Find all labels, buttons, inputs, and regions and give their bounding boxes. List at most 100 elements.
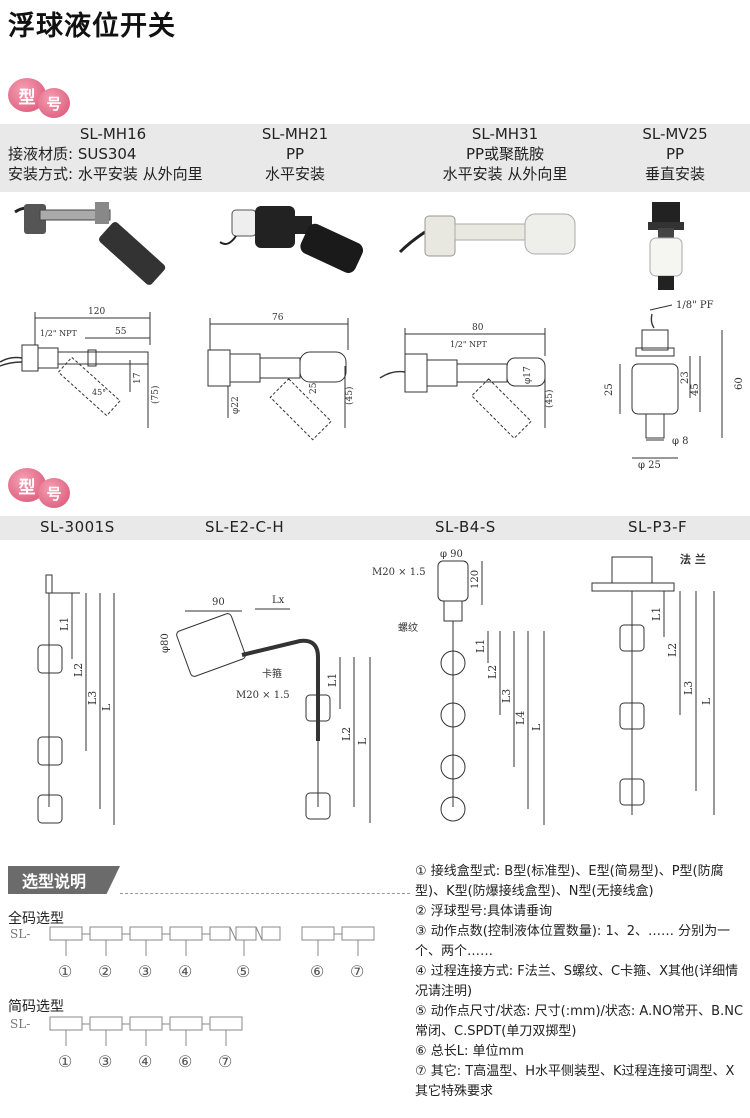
code-prefix: SL- bbox=[10, 927, 30, 941]
dim-label: L4 bbox=[514, 711, 527, 725]
dim-label: L bbox=[356, 737, 369, 745]
dim-label: 60 bbox=[734, 377, 745, 390]
dim-label: L2 bbox=[666, 643, 679, 657]
full-code-label: 全码选型 bbox=[8, 911, 64, 927]
dim-label: φ17 bbox=[523, 366, 533, 384]
code-num: ② bbox=[98, 962, 112, 981]
dim-label: L3 bbox=[86, 691, 99, 705]
model-install: 垂直安装 bbox=[644, 165, 705, 183]
code-num: ⑦ bbox=[350, 962, 364, 981]
model-badge: 型 号 bbox=[8, 78, 78, 118]
dim-label: 卡箍 bbox=[262, 667, 282, 680]
dim-label: L3 bbox=[682, 681, 695, 695]
model-sl-mh21: SL-MH21 PP 水平安装 bbox=[240, 124, 350, 184]
short-code-label: 简码选型 bbox=[8, 999, 64, 1015]
page-title: 浮球液位开关 bbox=[8, 11, 176, 42]
dim-label: M20 × 1.5 bbox=[372, 567, 426, 578]
dim-label: 25 bbox=[604, 383, 615, 396]
dim-label: 76 bbox=[272, 313, 284, 323]
note-7: ⑦ 其它: T高温型、H水平侧装型、K过程连接可调型、X其它特殊要求 bbox=[415, 1064, 735, 1099]
drawing-sl-mv25: 1/8" PF 25 23 45 60 φ 8 φ 25 bbox=[604, 300, 745, 470]
model-badge-2: 型 号 bbox=[8, 468, 78, 508]
photo-sl-mv25 bbox=[648, 202, 684, 290]
dim-label: 17 bbox=[133, 372, 143, 384]
model-sl-p3-f: SL-P3-F bbox=[628, 518, 688, 536]
model-sl-3001s: SL-3001S bbox=[40, 518, 115, 536]
dim-label: 120 bbox=[88, 307, 105, 317]
model-header-band-2 bbox=[0, 516, 750, 540]
dim-label: 螺纹 bbox=[398, 621, 418, 634]
dim-label: L1 bbox=[326, 673, 339, 687]
dim-label: L bbox=[700, 697, 713, 705]
code-num: ③ bbox=[138, 962, 152, 981]
dim-label: φ 25 bbox=[638, 460, 661, 470]
drawing-sl-mh21: 76 φ22 25 (45) bbox=[207, 313, 355, 441]
model-material: PP bbox=[665, 145, 685, 163]
dim-label: 1/2" NPT bbox=[40, 329, 77, 338]
code-prefix: SL- bbox=[10, 1017, 30, 1031]
dim-label: 25 bbox=[309, 382, 319, 394]
model-material: 接液材质: SUS304 bbox=[8, 145, 137, 163]
code-num: ⑥ bbox=[310, 962, 324, 981]
code-num: ① bbox=[58, 1052, 72, 1071]
dim-label: 90 bbox=[212, 597, 225, 608]
dim-label: φ 90 bbox=[440, 549, 463, 560]
dim-label: L1 bbox=[58, 617, 71, 631]
dim-label: 55 bbox=[115, 327, 127, 337]
selection-divider bbox=[120, 893, 410, 894]
model-install: 安装方式: 水平安装 从外向里 bbox=[8, 165, 203, 183]
model-install: 水平安装 从外向里 bbox=[442, 165, 568, 183]
note-6: ⑥ 总长L: 单位mm bbox=[415, 1044, 524, 1059]
model-sl-mv25: SL-MV25 PP 垂直安装 bbox=[625, 124, 725, 184]
dim-label: L2 bbox=[486, 665, 499, 679]
code-num: ⑥ bbox=[178, 1052, 192, 1071]
model-install: 水平安装 bbox=[264, 165, 325, 183]
dim-label: L3 bbox=[500, 689, 513, 703]
model-material: PP bbox=[285, 145, 305, 163]
badge-char-2: 号 bbox=[38, 478, 70, 508]
dim-label: 1/2" NPT bbox=[450, 340, 487, 349]
drawing-sl-b4-s: φ 90 M20 × 1.5 螺纹 120 L1 L2 L3 L4 L bbox=[372, 549, 545, 825]
drawing-sl-mh16: 120 1/2" NPT 55 17 (75) 45° bbox=[0, 307, 161, 428]
drawing-sl-3001s: L1 L2 L3 L bbox=[37, 574, 115, 825]
dim-label: 80 bbox=[472, 323, 484, 333]
model-sl-e2-c-h: SL-E2-C-H bbox=[205, 518, 285, 536]
code-num: ⑤ bbox=[236, 962, 250, 981]
code-num: ④ bbox=[178, 962, 192, 981]
dim-label: L1 bbox=[650, 607, 663, 621]
dim-label: M20 × 1.5 bbox=[236, 690, 290, 701]
note-4: ④ 过程连接方式: F法兰、S螺纹、C卡箍、X其他(详细情况请注明) bbox=[415, 964, 739, 999]
drawing-sl-e2-c-h: 90 Lx φ80 卡箍 M20 × 1.5 L1 L2 L bbox=[160, 595, 371, 823]
note-5: ⑤ 动作点尺寸/状态: 尺寸(:mm)/状态: A.NO常开、B.NC常闭、C.… bbox=[415, 1004, 744, 1039]
code-num: ① bbox=[58, 962, 72, 981]
dim-label: (75) bbox=[150, 386, 161, 404]
model-sl-mh31: SL-MH31 PP或聚酰胺 水平安装 从外向里 bbox=[420, 124, 590, 184]
dim-label: 23 bbox=[680, 371, 691, 384]
dim-label: φ80 bbox=[160, 633, 171, 653]
code-num: ④ bbox=[138, 1052, 152, 1071]
drawing-sl-p3-f: 法 兰 L1 L2 L3 L bbox=[591, 552, 715, 815]
model-name: SL-MV25 bbox=[642, 125, 708, 143]
note-2: ② 浮球型号:具体请垂询 bbox=[415, 904, 553, 919]
top-dimension-drawings: 120 1/2" NPT 55 17 (75) 45° 76 φ22 25 (4… bbox=[0, 300, 745, 470]
dim-label: 120 bbox=[470, 570, 481, 589]
model-sl-b4-s: SL-B4-S bbox=[435, 518, 496, 536]
dim-label: L2 bbox=[72, 663, 85, 677]
badge-char-2: 号 bbox=[38, 88, 70, 118]
model-sl-mh16: SL-MH16 接液材质: SUS304 安装方式: 水平安装 从外向里 bbox=[8, 124, 218, 184]
short-code-diagram: SL- ① ③ ④ ⑥ ⑦ bbox=[10, 1016, 243, 1071]
dim-label: L bbox=[100, 703, 113, 711]
dim-label: (45) bbox=[544, 390, 555, 408]
dim-label: L bbox=[530, 723, 543, 731]
code-num: ⑦ bbox=[218, 1052, 232, 1071]
dim-label: 45 bbox=[690, 383, 701, 396]
product-photos bbox=[14, 202, 684, 290]
photo-sl-mh16 bbox=[14, 202, 166, 285]
model-material: PP或聚酰胺 bbox=[465, 145, 545, 163]
dim-label: L1 bbox=[474, 639, 487, 653]
photo-sl-mh31 bbox=[398, 213, 576, 257]
dim-label: (45) bbox=[344, 387, 355, 405]
dim-label: φ22 bbox=[231, 396, 241, 414]
model-name: SL-MH31 bbox=[471, 125, 539, 143]
note-1: ① 接线盒型式: B型(标准型)、E型(简易型)、P型(防腐型)、K型(防爆接线… bbox=[415, 864, 724, 899]
